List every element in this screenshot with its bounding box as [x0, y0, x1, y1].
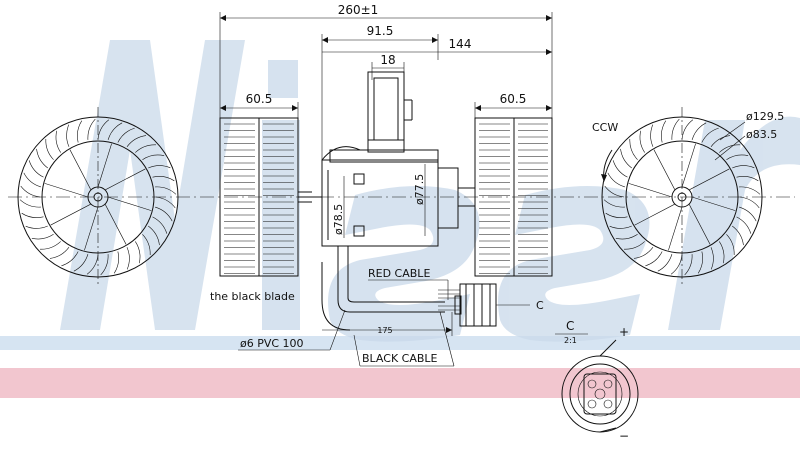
plus-terminal-label: +	[619, 325, 629, 339]
dim-right-fan-width: 60.5	[500, 92, 527, 106]
dimension-left-fan: 60.5	[220, 92, 299, 118]
motor-body: ø78.5 ø77.5	[298, 146, 476, 247]
watermark-logo	[60, 40, 800, 342]
dim-cable-length: 175	[377, 326, 392, 335]
cable-assembly: C	[321, 246, 544, 331]
dim-motor-length: 144	[449, 37, 472, 51]
black-blade-label: the black blade	[210, 290, 295, 303]
right-fan-wheel	[601, 107, 763, 287]
left-fan-wheel	[17, 107, 179, 287]
dimension-right-fan: 60.5	[474, 92, 552, 118]
blue-band	[0, 336, 800, 350]
left-blower-side-view	[219, 117, 299, 277]
right-blower-side-view	[474, 117, 553, 277]
red-cable-label: RED CABLE	[368, 267, 430, 280]
dim-fan-outer-dia: ø129.5	[746, 110, 784, 123]
black-cable-label: BLACK CABLE	[362, 352, 438, 365]
detail-view-c: C 2:1 + −	[555, 319, 639, 443]
dim-motor-dia-small: ø77.5	[413, 174, 426, 205]
pvc-tube-label: ø6 PVC 100	[240, 337, 304, 350]
rotation-label: CCW	[592, 121, 618, 134]
dimension-cable-length: 175	[322, 312, 453, 336]
dim-motor-dia-large: ø78.5	[332, 204, 345, 235]
detail-ref-label: C	[566, 319, 574, 333]
dim-fan-inner-dia: ø83.5	[746, 128, 777, 141]
dim-motor-to-mount: 91.5	[367, 24, 394, 38]
dimension-motor-to-mount: 91.5	[321, 24, 439, 160]
dimension-overall: 260±1	[219, 3, 553, 118]
dimension-mount-width: 18	[371, 53, 405, 80]
dim-overall-length: 260±1	[338, 3, 379, 17]
connector-ref-label: C	[536, 299, 544, 312]
detail-scale-label: 2:1	[564, 336, 577, 345]
mounting-bracket	[367, 71, 413, 153]
dimension-motor-length: 144	[322, 37, 552, 55]
pink-band	[0, 368, 800, 398]
minus-terminal-label: −	[619, 429, 629, 443]
dim-left-fan-width: 60.5	[246, 92, 273, 106]
dim-mount-width: 18	[380, 53, 395, 67]
